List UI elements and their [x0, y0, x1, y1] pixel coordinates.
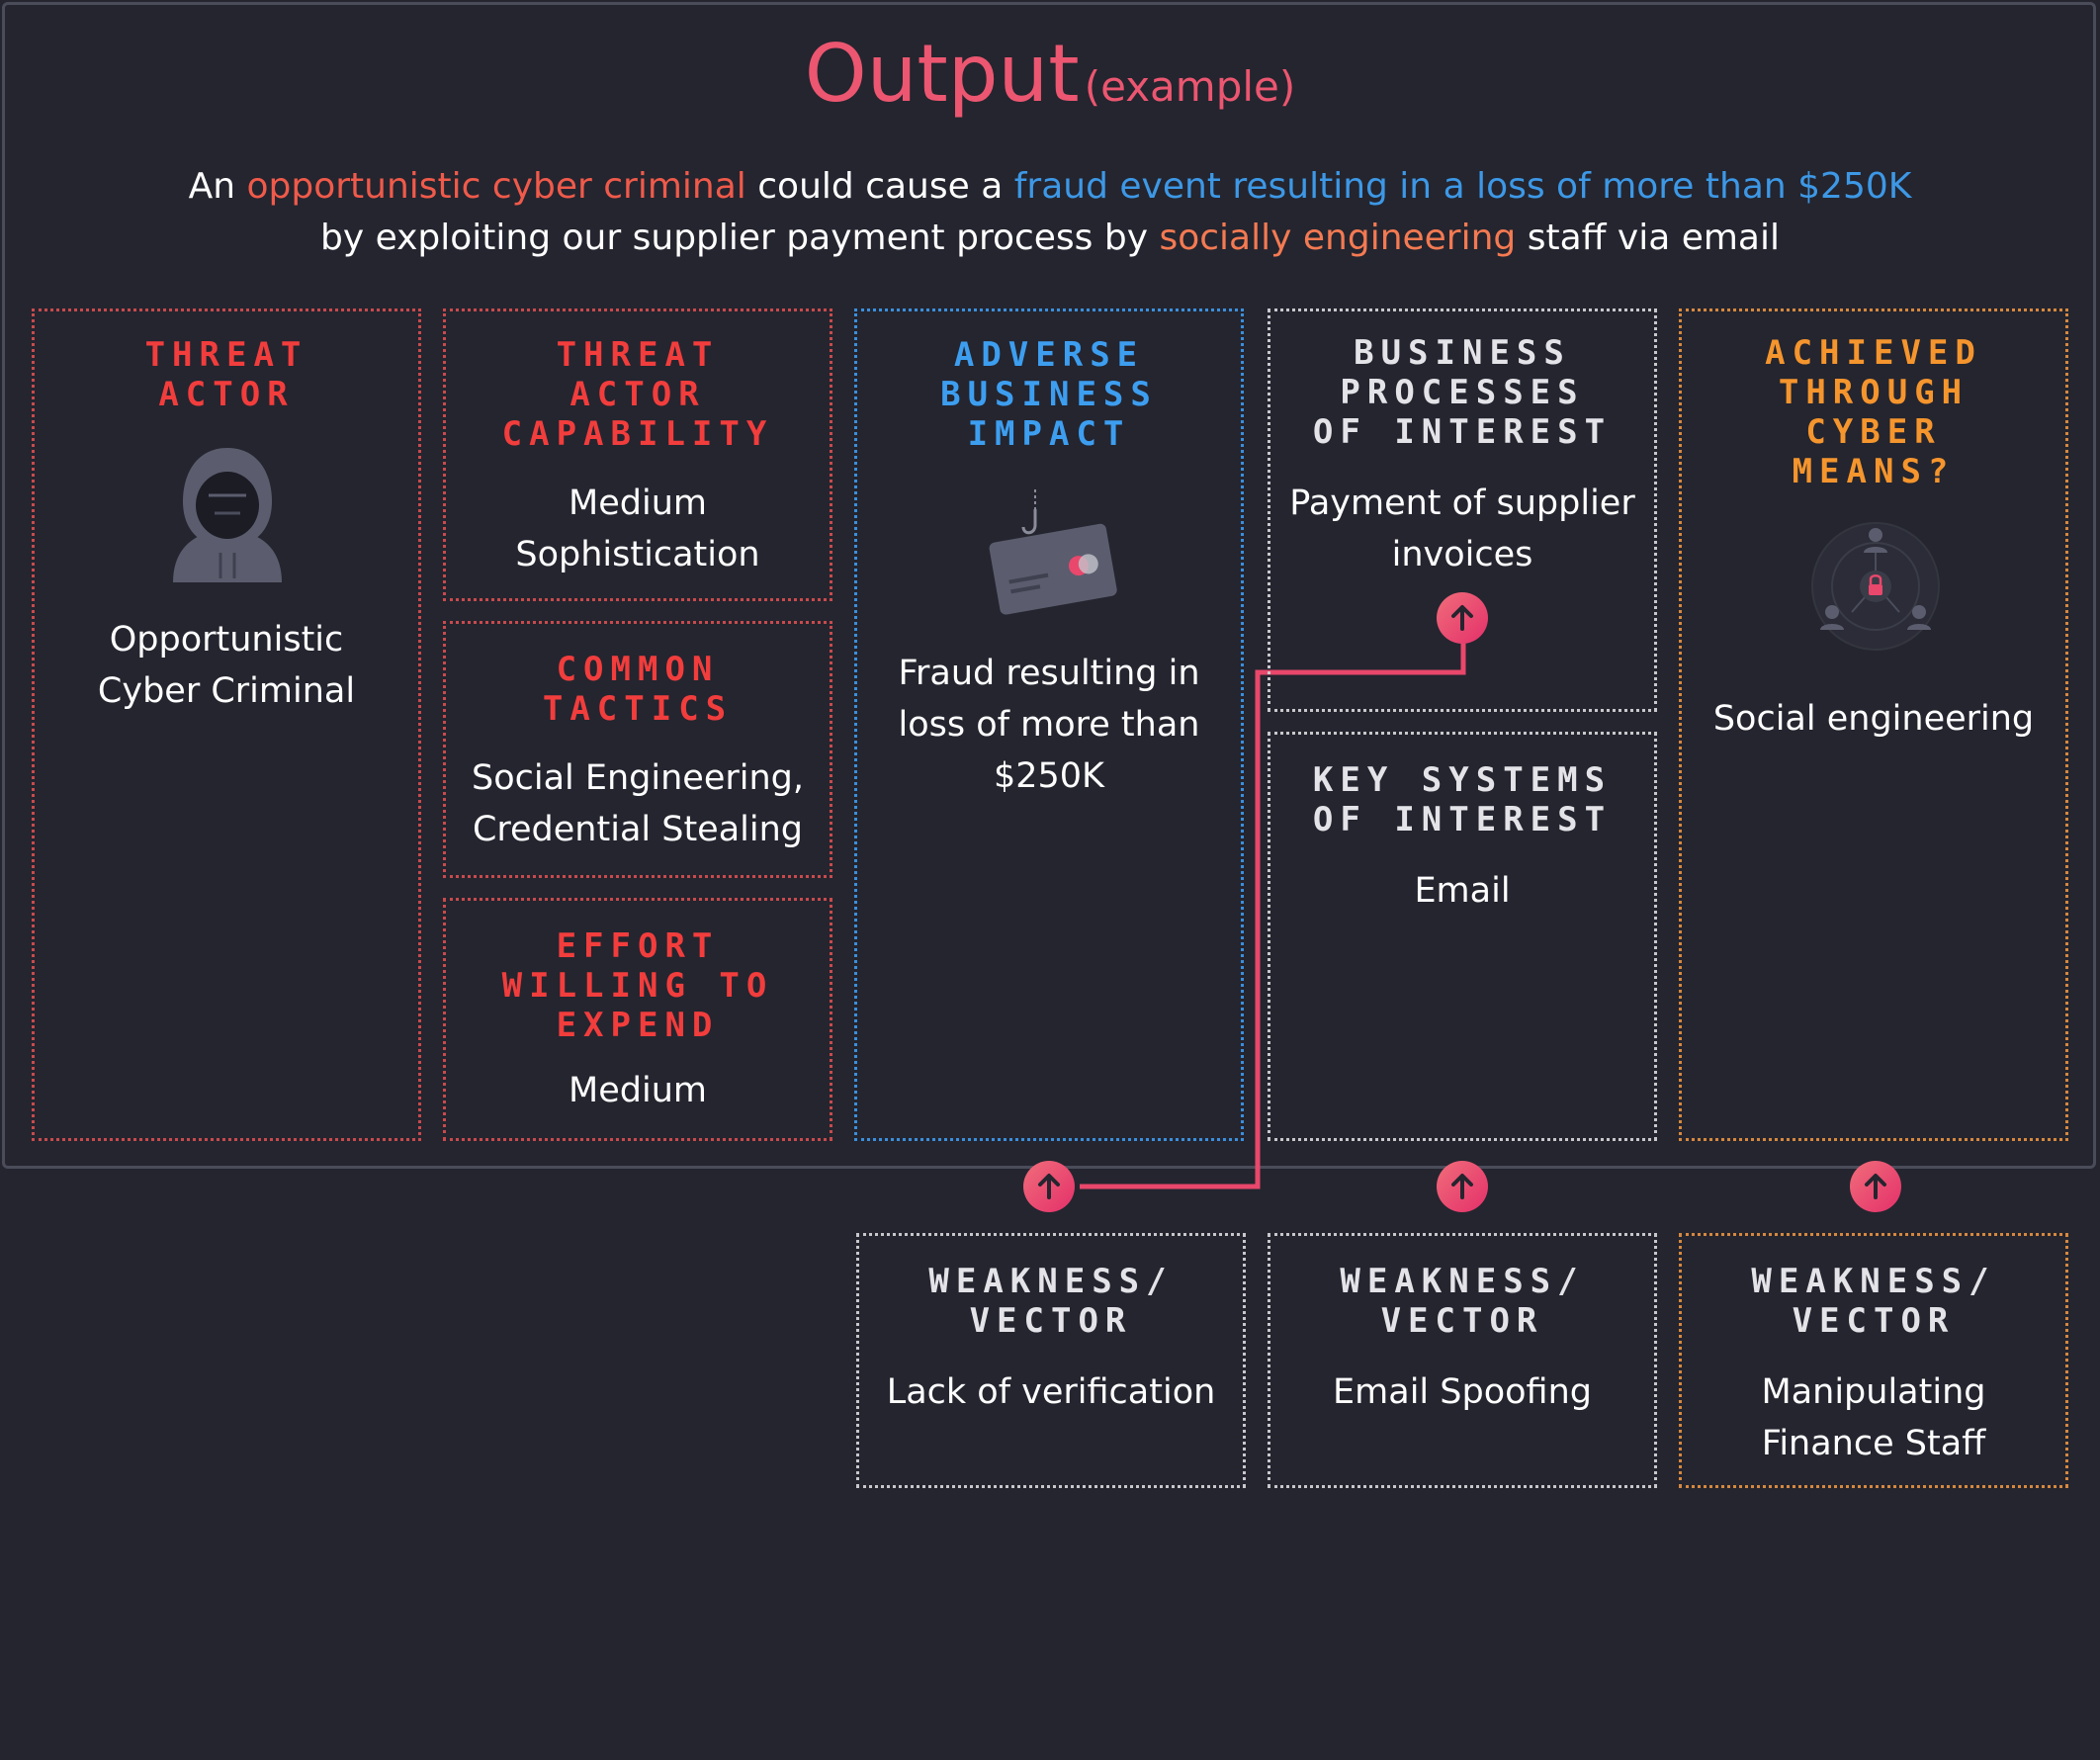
weakness-card-verification: WEAKNESS/ VECTOR Lack of verification: [856, 1233, 1246, 1488]
value-line: Payment of supplier: [1289, 484, 1635, 523]
heading-line: ACHIEVED: [1765, 333, 1982, 373]
heading-line: OF INTEREST: [1312, 412, 1613, 452]
capability-heading: THREAT ACTOR CAPABILITY: [446, 335, 830, 454]
means-value: Social engineering: [1712, 699, 2035, 739]
effort-value: Medium: [569, 1071, 707, 1110]
people-network-lock-icon: [1811, 522, 1940, 651]
heading-line: COMMON: [556, 650, 720, 689]
heading-line: VECTOR: [1380, 1301, 1544, 1341]
systems-value: Email: [1414, 871, 1511, 911]
heading-line: THREAT: [144, 335, 308, 375]
heading-line: WEAKNESS/: [928, 1262, 1174, 1301]
heading-line: EFFORT: [556, 926, 720, 966]
value-line: loss of more than: [898, 705, 1200, 745]
sentence-actor: opportunistic cyber criminal: [246, 166, 746, 207]
scenario-sentence-line-2: by exploiting our supplier payment proce…: [0, 218, 2100, 258]
heading-line: CYBER: [1805, 412, 1942, 452]
systems-heading: KEY SYSTEMS OF INTEREST: [1270, 760, 1654, 839]
weakness-value: Email Spoofing: [1270, 1366, 1654, 1418]
value-line: Cyber Criminal: [97, 671, 356, 711]
threat-actor-card: THREAT ACTOR Opportunistic Cyber Crimina…: [32, 308, 421, 1141]
sentence-impact: fraud event resulting in a loss of more …: [1013, 166, 1912, 207]
heading-line: VECTOR: [969, 1301, 1133, 1341]
sentence-part: staff via email: [1516, 218, 1780, 258]
tactics-value: Social Engineering, Credential Stealing: [446, 752, 830, 855]
heading-line: ADVERSE: [953, 335, 1145, 375]
heading-line: KEY SYSTEMS: [1312, 760, 1613, 800]
value-line: Opportunistic: [109, 620, 344, 660]
effort-heading: EFFORT WILLING TO EXPEND: [446, 926, 830, 1045]
value-line: Social Engineering,: [471, 758, 805, 798]
value-line: Medium: [569, 484, 707, 523]
heading-line: WEAKNESS/: [1751, 1262, 1996, 1301]
weakness-value: Manipulating Finance Staff: [1682, 1366, 2065, 1469]
weakness-value: Lack of verification: [859, 1366, 1243, 1418]
arrow-up-icon: [1437, 1161, 1488, 1212]
arrow-up-icon: [1437, 592, 1488, 644]
capability-value: Medium Sophistication: [446, 478, 830, 580]
tactics-card: COMMON TACTICS Social Engineering, Crede…: [443, 621, 832, 878]
heading-line: TACTICS: [542, 689, 734, 729]
value-line: $250K: [993, 756, 1105, 796]
heading-line: BUSINESS: [940, 375, 1158, 414]
value-line: Fraud resulting in: [898, 654, 1200, 693]
arrow-up-icon: [1850, 1161, 1901, 1212]
heading-line: ACTOR: [158, 375, 295, 414]
sentence-part: by exploiting our supplier payment proce…: [320, 218, 1160, 258]
impact-card: ADVERSE BUSINESS IMPACT Fraud resulting …: [854, 308, 1244, 1141]
heading-line: OF INTEREST: [1312, 800, 1613, 839]
heading-line: IMPACT: [967, 414, 1131, 454]
value-line: Manipulating: [1761, 1372, 1986, 1412]
weakness-heading: WEAKNESS/ VECTOR: [1270, 1262, 1654, 1341]
heading-line: WEAKNESS/: [1340, 1262, 1585, 1301]
sentence-means: socially engineering: [1159, 218, 1517, 258]
title-main: Output: [804, 28, 1080, 120]
weakness-card-spoofing: WEAKNESS/ VECTOR Email Spoofing: [1268, 1233, 1657, 1488]
title-sub: (example): [1084, 62, 1296, 111]
heading-line: BUSINESS: [1354, 333, 1571, 373]
means-heading: ACHIEVED THROUGH CYBER MEANS?: [1682, 333, 2065, 491]
systems-card: KEY SYSTEMS OF INTEREST Email: [1268, 732, 1657, 1141]
weakness-heading: WEAKNESS/ VECTOR: [1682, 1262, 2065, 1341]
effort-card: EFFORT WILLING TO EXPEND Medium: [443, 898, 832, 1141]
value-line: Credential Stealing: [472, 810, 804, 849]
value-line: Lack of verification: [886, 1372, 1216, 1412]
threat-actor-heading: THREAT ACTOR: [35, 335, 418, 414]
heading-line: MEANS?: [1792, 452, 1956, 491]
capability-card: THREAT ACTOR CAPABILITY Medium Sophistic…: [443, 308, 832, 601]
tactics-heading: COMMON TACTICS: [446, 650, 830, 729]
processes-heading: BUSINESS PROCESSES OF INTEREST: [1270, 333, 1654, 452]
heading-line: PROCESSES: [1340, 373, 1585, 412]
value-line: Finance Staff: [1761, 1424, 1986, 1463]
page-title: Output (example): [0, 28, 2100, 120]
value-line: invoices: [1391, 535, 1533, 574]
value-line: Sophistication: [515, 535, 760, 574]
scenario-sentence-line-1: An opportunistic cyber criminal could ca…: [0, 166, 2100, 207]
heading-line: THREAT: [556, 335, 720, 375]
weakness-card-manipulation: WEAKNESS/ VECTOR Manipulating Finance St…: [1679, 1233, 2068, 1488]
value-line: Email Spoofing: [1333, 1372, 1592, 1412]
threat-actor-value: Opportunistic Cyber Criminal: [35, 614, 418, 717]
weakness-heading: WEAKNESS/ VECTOR: [859, 1262, 1243, 1341]
heading-line: VECTOR: [1792, 1301, 1956, 1341]
sentence-part: could cause a: [745, 166, 1014, 207]
means-card: ACHIEVED THROUGH CYBER MEANS? Social eng…: [1679, 308, 2068, 1141]
arrow-up-icon: [1023, 1161, 1075, 1212]
processes-card: BUSINESS PROCESSES OF INTEREST Payment o…: [1268, 308, 1657, 712]
phishing-credit-card-icon: [989, 489, 1117, 615]
impact-heading: ADVERSE BUSINESS IMPACT: [857, 335, 1241, 454]
heading-line: CAPABILITY: [501, 414, 774, 454]
processes-value: Payment of supplier invoices: [1270, 478, 1654, 580]
heading-line: EXPEND: [556, 1006, 720, 1045]
heading-line: THROUGH: [1778, 373, 1969, 412]
heading-line: ACTOR: [569, 375, 706, 414]
heading-line: WILLING TO: [501, 966, 774, 1006]
sentence-part: An: [188, 166, 247, 207]
impact-value: Fraud resulting in loss of more than $25…: [857, 648, 1241, 802]
hooded-hacker-icon: [173, 448, 282, 582]
